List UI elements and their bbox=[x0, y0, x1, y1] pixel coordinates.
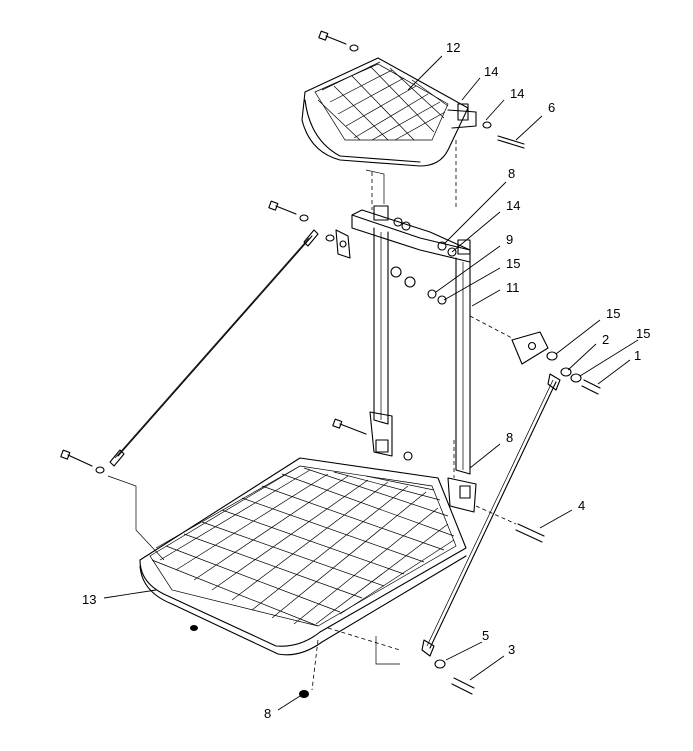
upright-frame bbox=[351, 205, 477, 513]
callout-8-top: 8 bbox=[508, 166, 515, 181]
lower-platform bbox=[139, 457, 467, 656]
right-cable-bracket bbox=[511, 331, 549, 365]
callout-14-upper-b: 14 bbox=[510, 86, 524, 101]
callout-14-frame: 14 bbox=[506, 198, 520, 213]
callout-labels: 12 14 14 6 8 14 9 15 11 15 2 15 1 8 4 13… bbox=[82, 40, 650, 721]
left-bottom-bolt bbox=[60, 449, 105, 474]
frame-top-washers bbox=[427, 241, 457, 305]
upper-seat-bolt bbox=[318, 30, 359, 52]
callout-1: 1 bbox=[634, 348, 641, 363]
leader-lines bbox=[103, 55, 639, 711]
upper-seat-platform bbox=[301, 57, 477, 167]
callout-6: 6 bbox=[548, 100, 555, 115]
left-cable bbox=[109, 229, 319, 467]
callout-15-right-a: 15 bbox=[606, 306, 620, 321]
nut-8-bottom bbox=[299, 690, 309, 698]
callout-8-bottom: 8 bbox=[264, 706, 271, 721]
lower-post-bolt bbox=[332, 418, 367, 435]
callout-13: 13 bbox=[82, 592, 96, 607]
callout-2: 2 bbox=[602, 332, 609, 347]
bolt-3-washer-5 bbox=[434, 659, 475, 695]
callout-12: 12 bbox=[446, 40, 460, 55]
callout-8-middle: 8 bbox=[506, 430, 513, 445]
bolt-4 bbox=[515, 523, 545, 543]
right-hardware-stack bbox=[546, 351, 601, 395]
callout-15-frame: 15 bbox=[506, 256, 520, 271]
callout-4: 4 bbox=[578, 498, 585, 513]
bolt-6 bbox=[482, 121, 525, 149]
callout-14-upper-a: 14 bbox=[484, 64, 498, 79]
right-cable bbox=[421, 373, 561, 657]
callout-3: 3 bbox=[508, 642, 515, 657]
callout-5: 5 bbox=[482, 628, 489, 643]
callout-11: 11 bbox=[506, 280, 520, 295]
left-top-bolt bbox=[268, 200, 335, 242]
callout-15-right-b: 15 bbox=[636, 326, 650, 341]
left-cable-bracket bbox=[335, 229, 351, 259]
assembly-center-lines bbox=[107, 140, 517, 691]
callout-9: 9 bbox=[506, 232, 513, 247]
